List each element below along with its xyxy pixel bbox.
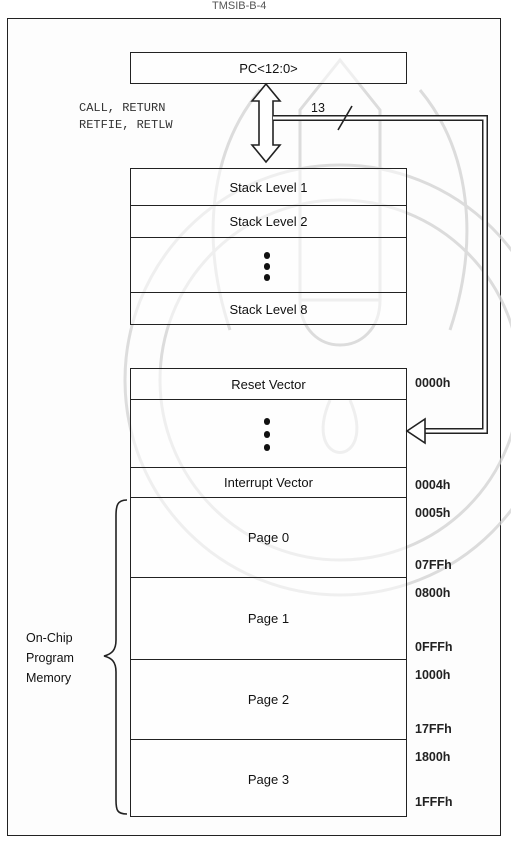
memory-arrowhead (407, 419, 425, 443)
memory-brace (104, 500, 127, 814)
pc-to-memory-bus (273, 118, 485, 431)
pc-to-memory-bus-inner (273, 118, 485, 431)
pc-stack-double-arrow (252, 84, 280, 162)
